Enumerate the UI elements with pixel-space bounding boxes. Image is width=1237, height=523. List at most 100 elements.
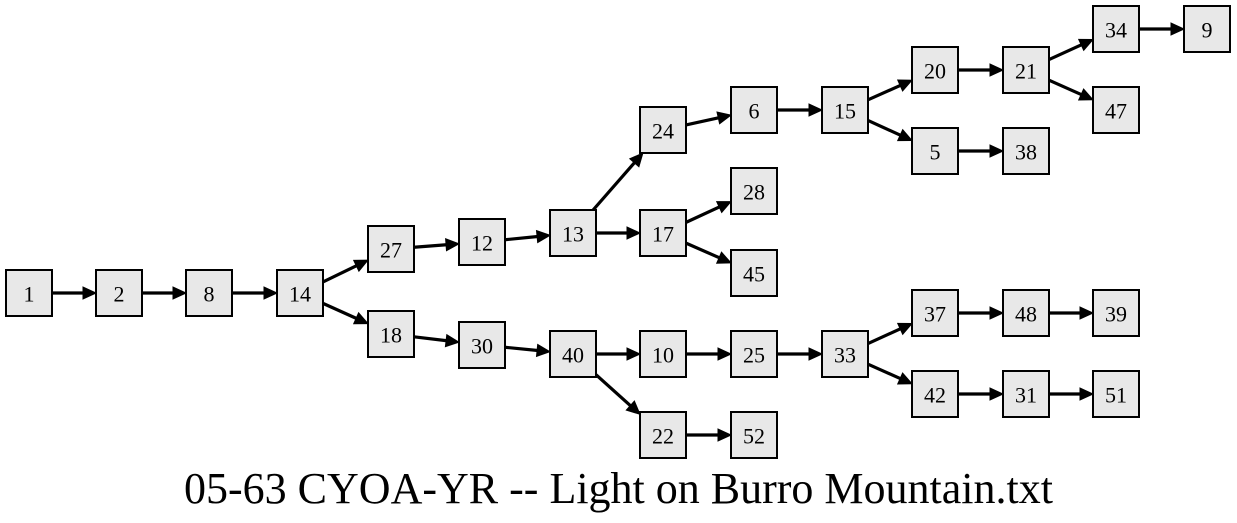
node-39: 39 (1092, 289, 1140, 337)
node-42: 42 (911, 370, 959, 418)
node-label: 2 (114, 282, 125, 307)
edge-37-to-48 (958, 306, 1005, 320)
edge-line (413, 335, 449, 343)
edge-line (594, 373, 633, 409)
node-21: 21 (1002, 46, 1050, 94)
edge-10-to-25 (686, 347, 733, 361)
node-box (1183, 5, 1231, 53)
node-label: 27 (380, 238, 402, 263)
node-10: 10 (639, 330, 687, 378)
node-label: 28 (743, 180, 765, 205)
node-13: 13 (549, 209, 597, 257)
node-box (367, 310, 415, 358)
node-box (911, 289, 959, 337)
node-label: 20 (924, 59, 946, 84)
node-label: 40 (562, 343, 584, 368)
edge-15-to-20 (867, 79, 914, 102)
arrowhead-icon (626, 347, 642, 361)
arrowhead-icon (1079, 306, 1095, 320)
arrowhead-icon (808, 103, 824, 117)
arrowhead-icon (445, 238, 461, 252)
arrowhead-icon (896, 322, 914, 336)
edge-33-to-37 (867, 322, 914, 345)
node-47: 47 (1092, 86, 1140, 134)
node-31: 31 (1002, 370, 1050, 418)
node-27: 27 (367, 225, 415, 273)
node-box (458, 321, 506, 369)
node-1: 1 (5, 269, 53, 317)
arrowhead-icon (626, 226, 642, 240)
node-box (639, 411, 687, 459)
edge-line (591, 160, 637, 212)
node-label: 31 (1015, 383, 1037, 408)
node-2: 2 (95, 269, 143, 317)
node-label: 14 (289, 282, 311, 307)
edge-17-to-45 (685, 241, 733, 264)
node-37: 37 (911, 289, 959, 337)
edge-2-to-8 (142, 286, 188, 300)
edge-13-to-24 (591, 152, 644, 212)
node-9: 9 (1183, 5, 1231, 53)
edge-13-to-17 (596, 226, 642, 240)
edge-line (685, 204, 722, 224)
arrowhead-icon (535, 229, 552, 244)
node-box (730, 330, 778, 378)
node-box (639, 209, 687, 257)
node-18: 18 (367, 310, 415, 358)
node-51: 51 (1092, 370, 1140, 418)
arrowhead-icon (352, 259, 370, 273)
edge-25-to-33 (777, 347, 824, 361)
node-8: 8 (185, 269, 233, 317)
node-box (185, 269, 233, 317)
node-box (730, 86, 778, 134)
node-box (1092, 289, 1140, 337)
node-14: 14 (276, 269, 324, 317)
arrowhead-icon (535, 343, 552, 358)
edge-line (1048, 78, 1084, 97)
edge-line (413, 243, 449, 249)
node-box (639, 106, 687, 154)
arrowhead-icon (172, 286, 188, 300)
arrowhead-icon (715, 251, 733, 264)
node-label: 34 (1105, 18, 1127, 43)
node-box (1002, 127, 1050, 175)
arrowhead-icon (715, 201, 733, 214)
edge-40-to-10 (596, 347, 642, 361)
node-30: 30 (458, 321, 506, 369)
arrowhead-icon (896, 128, 914, 142)
node-label: 42 (924, 383, 946, 408)
edge-18-to-30 (413, 333, 461, 348)
node-label: 30 (471, 334, 493, 359)
edge-21-to-47 (1048, 78, 1095, 101)
edge-27-to-12 (413, 238, 461, 252)
node-box (5, 269, 53, 317)
edge-line (685, 241, 722, 260)
node-box (821, 86, 869, 134)
edges-layer (52, 22, 1186, 442)
arrowhead-icon (263, 286, 279, 300)
node-label: 8 (204, 282, 215, 307)
edge-33-to-42 (867, 362, 914, 385)
arrowhead-icon (989, 144, 1005, 158)
arrowhead-icon (628, 152, 644, 168)
edge-5-to-38 (958, 144, 1005, 158)
edge-24-to-6 (685, 111, 733, 127)
node-label: 13 (562, 222, 584, 247)
node-box (639, 330, 687, 378)
arrowhead-icon (82, 286, 98, 300)
node-label: 17 (652, 222, 674, 247)
arrowhead-icon (717, 347, 733, 361)
node-label: 18 (380, 323, 402, 348)
diagram-caption: 05-63 CYOA-YR -- Light on Burro Mountain… (184, 464, 1053, 513)
node-28: 28 (730, 167, 778, 215)
arrowhead-icon (716, 111, 733, 125)
edge-14-to-18 (322, 301, 370, 325)
edge-20-to-21 (958, 63, 1005, 77)
node-box (911, 46, 959, 94)
node-6: 6 (730, 86, 778, 134)
node-box (1002, 370, 1050, 418)
edge-22-to-52 (686, 428, 733, 442)
node-label: 12 (471, 231, 493, 256)
node-label: 22 (652, 424, 674, 449)
node-label: 10 (652, 343, 674, 368)
